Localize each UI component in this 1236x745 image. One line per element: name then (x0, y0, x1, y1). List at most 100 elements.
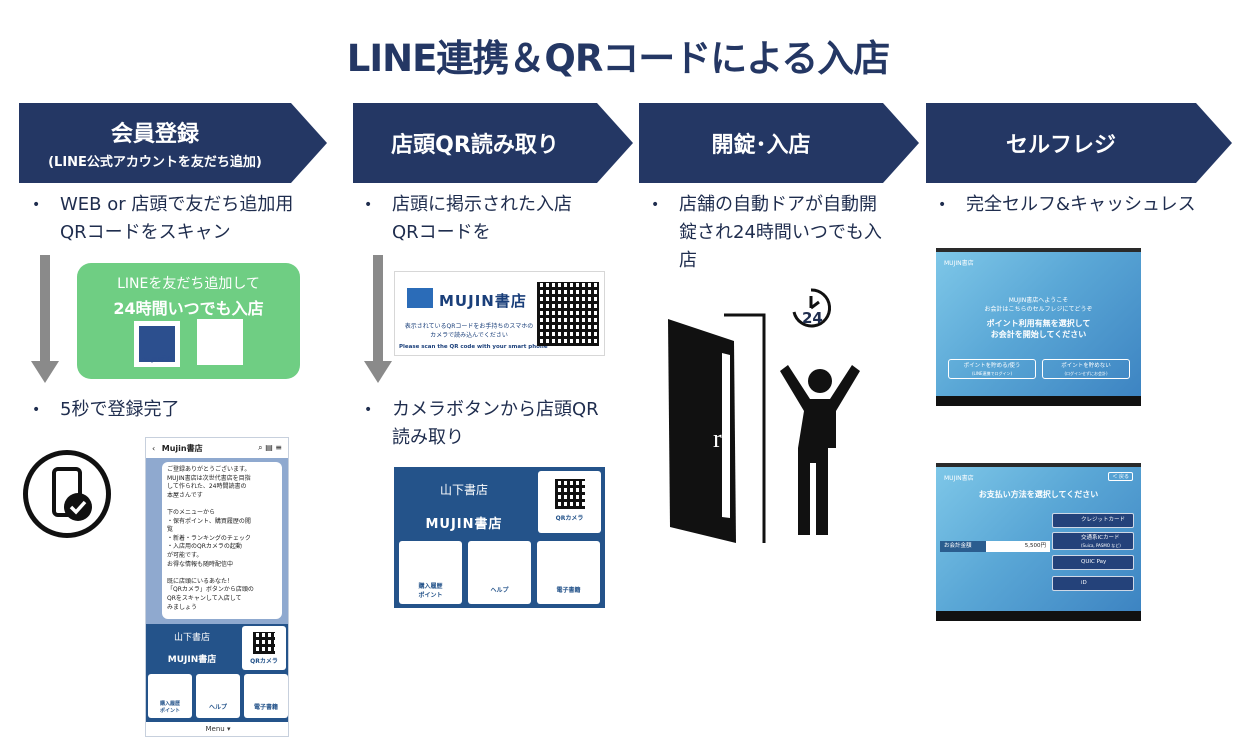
menu-tile-qr-camera[interactable]: QRカメラ (538, 471, 601, 533)
chat-message-line: お得な情報も随時配信中 (167, 560, 234, 568)
chat-tile-help[interactable]: ヘルプ (196, 674, 240, 718)
chat-header-icons[interactable]: ⌕ ▤ ≡ (258, 443, 282, 452)
menu-tile-ebook[interactable]: 電子書籍 (537, 541, 600, 604)
tablet2-prompt: お支払い方法を選択してください (978, 490, 1099, 499)
col2-bullet-1-line1: 店頭に掲示された入店 (392, 194, 572, 215)
chat-message-line: みましょう (167, 603, 198, 611)
step-4-arrow: セルフレジ (926, 103, 1232, 183)
mujin-flag-icon (407, 288, 433, 308)
phone-check-icon (23, 450, 111, 538)
tablet2-back-button[interactable]: ＜ 戻る (1108, 472, 1133, 481)
step-2-label: 店頭QR読み取り (391, 133, 559, 158)
tablet1-btn-use-sub: (LINE連携でログイン) (971, 371, 1013, 376)
tablet1-btn-skip-label: ポイントを貯めない (1061, 363, 1111, 369)
tablet1-prompt-2: お会計を開始してください (990, 330, 1087, 339)
tablet2-method-ic-label: 交通系ICカード (1081, 535, 1120, 541)
tablet2-brand: MUJIN書店 (944, 475, 974, 482)
menu-brand: MUJIN書店 (425, 517, 503, 532)
col1-bullet-2: • 5秒で登録完了 (32, 396, 292, 424)
menu-tile-help[interactable]: ヘルプ (468, 541, 531, 604)
chat-rich-brand: MUJIN書店 (167, 655, 217, 665)
col2-bullet-2-line1: カメラボタンから店頭QR (392, 399, 599, 420)
store-qr-code-icon (537, 282, 599, 346)
chat-tile-qr[interactable]: QRカメラ (242, 626, 286, 670)
step-1-arrow: 会員登録 (LINE公式アカウントを友だち追加) (19, 103, 327, 183)
tablet1-nav-bar (936, 396, 1141, 406)
chat-tile-ebook[interactable]: 電子書籍 (244, 674, 288, 718)
step-1-sublabel: (LINE公式アカウントを友だち追加) (48, 155, 262, 170)
tablet2-method-ic[interactable]: 交通系ICカード (Suica, PASMO など) (1052, 532, 1134, 550)
tablet1-welcome-1: MUJIN書店へようこそ (1008, 297, 1069, 304)
chat-message-line: が可能です。 (167, 551, 203, 559)
tablet-checkout-start: MUJIN書店 MUJIN書店へようこそ お会計はこちらのセルフレジにてどうぞ … (936, 248, 1141, 406)
menu-tile-history[interactable]: 購入履歴 ポイント (399, 541, 462, 604)
tablet2-method-quicpay[interactable]: QUIC Pay (1052, 555, 1134, 570)
line-card-line1: LINEを友だち追加して (117, 276, 260, 292)
line-qr-code-icon (197, 319, 243, 365)
col1-bullet-1: • WEB or 店頭で友だち追加用 QRコードをスキャン (32, 191, 342, 247)
line-chat-screenshot: ‹ Mujin書店 ⌕ ▤ ≡ ご登録ありがとうございます。MUJIN書店は次世… (145, 437, 289, 737)
line-friend-card: LINEを友だち追加して 24時間いつでも入店 MUJIN書店 (77, 263, 300, 379)
chat-message-line: QRをスキャンして入店して (167, 594, 242, 602)
menu-store-name: 山下書店 (439, 483, 488, 497)
chat-message-line (167, 569, 277, 578)
tablet-payment-method: MUJIN書店 ＜ 戻る お支払い方法を選択してください お会計金額 5,500… (936, 463, 1141, 621)
poster-brand: MUJIN書店 (439, 292, 527, 310)
tablet1-brand: MUJIN書店 (944, 260, 974, 267)
chat-message-line: ・入店用のQRカメラの起動 (167, 543, 242, 551)
chat-message-line: 「QRカメラ」ボタンから店頭の (167, 586, 254, 594)
chat-message-line: ご登録ありがとうございます。 (167, 466, 251, 473)
col3-bullet-line3: 店 (679, 250, 697, 271)
tablet2-total-label: お会計金額 (940, 541, 986, 552)
tablet2-nav-bar (936, 611, 1141, 621)
col1-down-arrow (31, 255, 59, 383)
chat-message-line: 本屋さんです (167, 491, 203, 499)
col2-bullet-1: • 店頭に掲示された入店 QRコードを (364, 191, 624, 247)
back-icon[interactable]: ‹ (152, 444, 156, 453)
tablet2-method-ic-sub: (Suica, PASMO など) (1081, 543, 1121, 548)
tablet2-method-credit[interactable]: クレジットカード (1052, 513, 1134, 528)
col4-bullet-text: 完全セルフ&キャッシュレス (966, 194, 1196, 215)
chat-tile-history-label: 購入履歴 ポイント (159, 701, 180, 714)
col3-bullet-line2: 錠され24時間いつでも入 (679, 222, 882, 243)
tablet1-btn-use-points[interactable]: ポイントを貯める/使う (LINE連携でログイン) (948, 359, 1036, 379)
poster-english: Please scan the QR code with your smart … (399, 344, 548, 350)
step-1-label: 会員登録 (110, 122, 199, 147)
col2-bullet-2-line2: 読み取り (392, 427, 464, 448)
tablet2-total-value: 5,500円 (1024, 543, 1046, 549)
door-person-icon: r (668, 313, 860, 543)
poster-desc-line2: カメラで読み込んでください (430, 332, 508, 339)
col4-bullet: • 完全セルフ&キャッシュレス (938, 191, 1232, 219)
chat-tile-ebook-label: 電子書籍 (253, 704, 278, 711)
chat-header: ‹ Mujin書店 ⌕ ▤ ≡ (146, 438, 288, 458)
tablet1-btn-skip-sub: (ログインせずにお会計) (1064, 371, 1108, 376)
chat-rich-store: 山下書店 (173, 633, 210, 643)
chat-message-line: 下のメニューから (167, 508, 216, 516)
tablet2-method-credit-label: クレジットカード (1081, 517, 1126, 523)
col2-bullet-1-line2: QRコードを (392, 222, 491, 243)
chat-footer-menu[interactable]: Menu ▾ (146, 722, 288, 736)
chat-message-line: 覧 (167, 526, 174, 534)
tablet1-btn-skip-points[interactable]: ポイントを貯めない (ログインせずにお会計) (1042, 359, 1130, 379)
tablet2-method-id[interactable]: iD (1052, 576, 1134, 591)
col2-down-arrow (364, 255, 392, 383)
chat-tile-qr-label: QRカメラ (250, 658, 278, 665)
col3-bullet-line1: 店舗の自動ドアが自動開 (679, 194, 877, 215)
line-card-logo-text: MUJIN書店 (140, 356, 174, 363)
col2-bullet-2: • カメラボタンから店頭QR 読み取り (364, 396, 624, 452)
col1-bullet-1-line1: WEB or 店頭で友だち追加用 (60, 194, 294, 215)
step-3-arrow: 開錠･入店 (639, 103, 919, 183)
poster-desc: 表示されているQRコードをお手持ちのスマホの カメラで読み込んでください (403, 322, 535, 340)
chat-tile-history[interactable]: 購入履歴 ポイント (148, 674, 192, 718)
chat-message-line: して作られた、24時間読書の (167, 483, 247, 491)
tablet1-welcome-2: お会計はこちらのセルフレジにてどうぞ (984, 306, 1093, 313)
step-3-label: 開錠･入店 (711, 133, 811, 158)
chat-message-line: 既に店頭にいるあなた！ (167, 577, 234, 585)
tablet2-method-id-label: iD (1081, 580, 1087, 586)
chat-message-line (167, 500, 277, 509)
col3-bullet: • 店舗の自動ドアが自動開 錠され24時間いつでも入 店 (651, 191, 921, 275)
tablet2-screen: MUJIN書店 ＜ 戻る お支払い方法を選択してください お会計金額 5,500… (936, 467, 1141, 611)
chat-tile-help-label: ヘルプ (208, 704, 227, 711)
tablet1-prompt-1: ポイント利用有無を選択して (986, 319, 1091, 328)
chat-title: Mujin書店 (161, 444, 203, 453)
